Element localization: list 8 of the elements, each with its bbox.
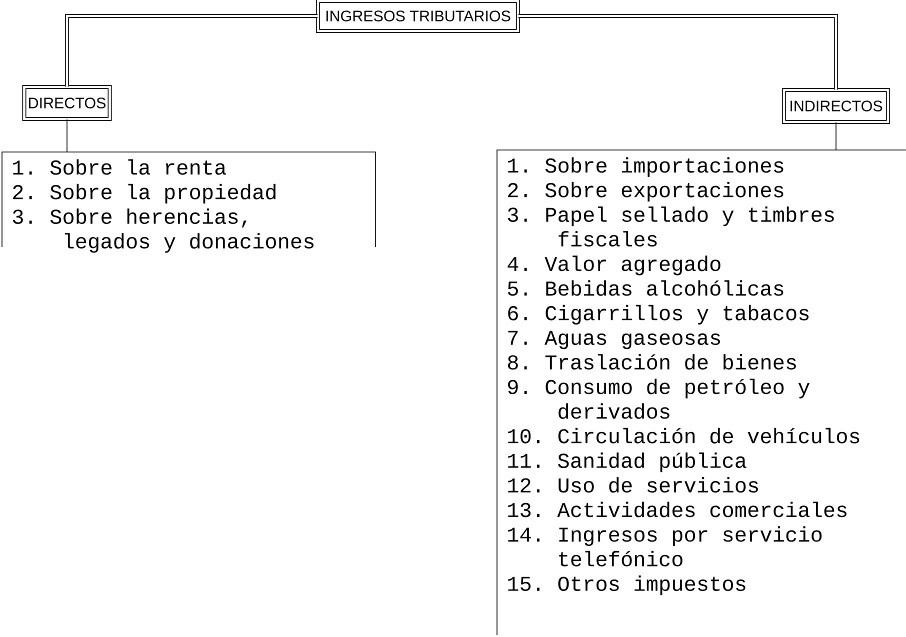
category-box: INDIRECTOS	[782, 88, 890, 124]
list-box: 1. Sobre importaciones 2. Sobre exportaciones 3. Papel sellado y timbres fiscales 4. Valor agregado 5. Bebidas alcohólicas 6. Cigarrillos y tabacos 7. Aguas gaseosas 8. Traslación de bienes 9. Consumo de petróleo y derivados 10. Circulación de vehículos 11. Sanidad pública 12. Uso de servicios 13. Actividades comerciales 14. Ingresos por servicio telefónico 15. Otros impuestos	[496, 150, 906, 636]
connector-line	[518, 14, 838, 90]
connector-line	[66, 119, 68, 152]
category-box: DIRECTOS	[22, 85, 112, 121]
connector-line	[65, 14, 318, 87]
title-box: INGRESOS TRIBUTARIOS	[316, 0, 520, 33]
list-box: 1. Sobre la renta 2. Sobre la propiedad 3. Sobre herencias, legados y donaciones	[2, 152, 376, 253]
